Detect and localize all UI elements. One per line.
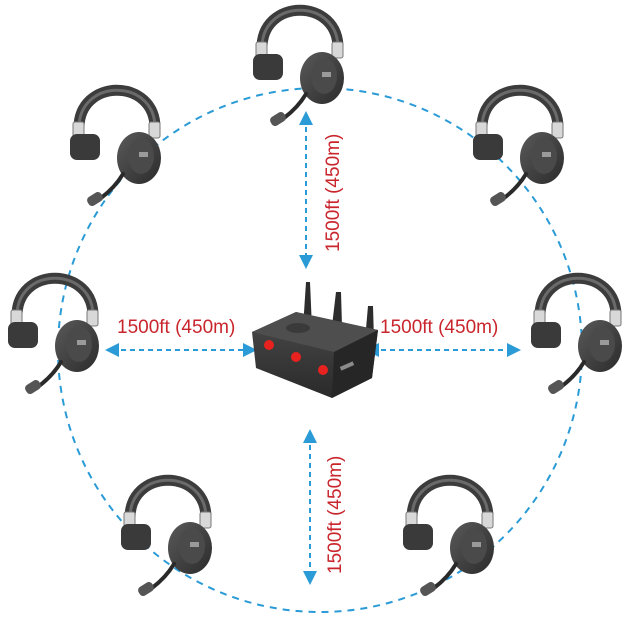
range-label-top: 1500ft (450m) (323, 133, 344, 252)
headset-lower-right (403, 480, 494, 597)
headset-upper-right (473, 90, 564, 207)
headset-top (253, 10, 344, 127)
base-button-1 (264, 340, 274, 350)
headset-upper-left (70, 90, 161, 207)
base-button-2 (291, 352, 301, 362)
antenna-icon (332, 292, 342, 326)
range-label-left: 1500ft (450m) (117, 317, 236, 338)
range-label-right: 1500ft (450m) (380, 317, 499, 338)
headset-lower-left (121, 480, 212, 597)
base-button-3 (318, 365, 328, 375)
headset-left (8, 278, 99, 395)
base-station-device (252, 282, 378, 398)
range-label-bottom: 1500ft (450m) (325, 455, 346, 574)
